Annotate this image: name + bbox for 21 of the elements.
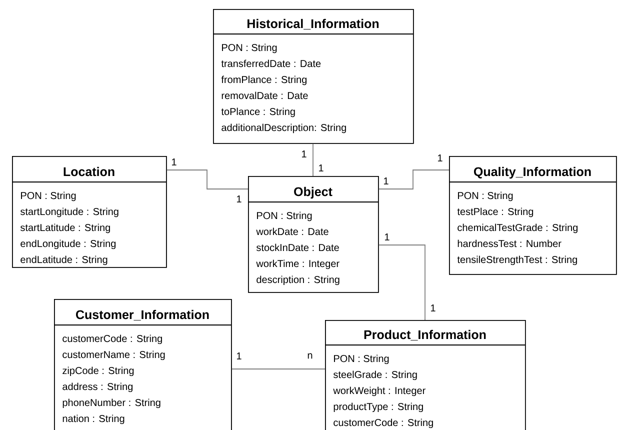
multiplicity-label: 1	[172, 158, 176, 166]
connector-line	[166, 170, 248, 190]
class-box: Product_Information PON : String steelGrade : String workWeight : Integer productType : String customerCode : String	[324, 320, 526, 430]
class-box: Historical_Information PON : String transferredDate : Date fromPlance : String removalDate : Date toPlance : String additionalDescription: String	[212, 9, 414, 144]
class-box: Quality_Information PON : String testPlace : String chemicalTestGrade : String hardnessTest : Number tensileStrengthTest : String	[448, 156, 617, 275]
multiplicity-label: 1	[384, 178, 388, 184]
class-box: Object PON : String workDate : Date stockInDate : Date workTime : Integer description : String	[248, 176, 379, 293]
connector-line	[312, 143, 314, 176]
multiplicity-label: 1	[237, 196, 242, 202]
class-box: Customer_Information customerCode : String customerName : String zipCode : String address : String phoneNumber : String nation : String	[54, 299, 232, 430]
class-box: Location PON : String startLongitude : String startLatitude : String endLongitude : String endLatitude : String	[12, 156, 167, 268]
multiplicity-label: 1	[319, 164, 324, 172]
multiplicity-label: 1	[438, 154, 442, 162]
connector-line	[378, 170, 450, 190]
multiplicity-label: n	[308, 353, 312, 359]
connector-line	[231, 368, 326, 370]
connector-line	[378, 244, 426, 320]
multiplicity-label: 1	[385, 234, 390, 240]
multiplicity-label: 1	[431, 304, 436, 312]
multiplicity-label: 1	[237, 352, 242, 360]
multiplicity-label: 1	[302, 150, 306, 158]
